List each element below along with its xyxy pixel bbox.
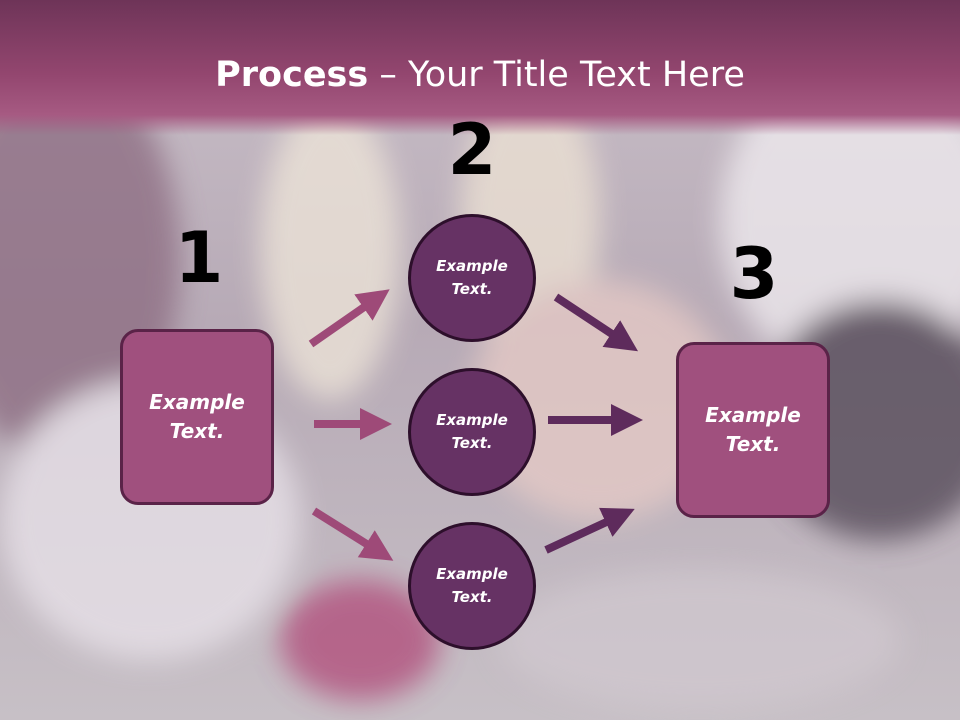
process-circle-top: Example Text.: [408, 214, 536, 342]
arrow-circle-bottom-to-box: [544, 507, 635, 554]
title-rest: – Your Title Text Here: [368, 55, 745, 95]
process-circle-bottom: Example Text.: [408, 522, 536, 650]
slide-title: Process – Your Title Text Here: [0, 52, 960, 98]
process-circle-middle-text: Example Text.: [436, 411, 508, 452]
process-box-left-text: Example Text.: [149, 390, 245, 443]
title-bold: Process: [215, 55, 369, 95]
process-box-right: Example Text.: [676, 342, 830, 518]
arrow-box-to-circle-bottom: [311, 507, 394, 561]
step-number-1: 1: [174, 217, 224, 299]
step-number-3: 3: [729, 233, 779, 315]
process-box-left: Example Text.: [120, 329, 274, 505]
process-circle-top-text: Example Text.: [436, 257, 508, 298]
process-box-right-text: Example Text.: [705, 403, 801, 456]
process-circle-middle: Example Text.: [408, 368, 536, 496]
title-bar: [0, 0, 960, 135]
step-number-2: 2: [447, 109, 497, 191]
process-circle-bottom-text: Example Text.: [436, 565, 508, 606]
arrow-box-to-circle-top: [308, 289, 390, 348]
arrow-circle-top-to-box: [553, 293, 639, 352]
